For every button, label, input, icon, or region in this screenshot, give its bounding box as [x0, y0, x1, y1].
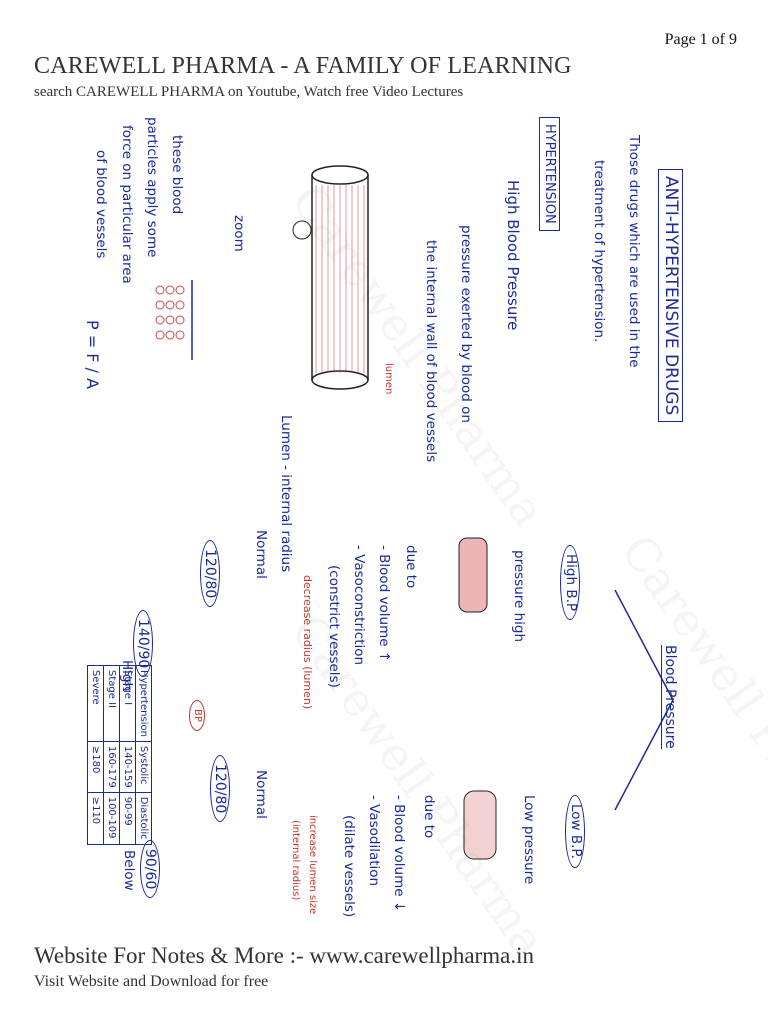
low-cause-3: (dilate vessels)	[341, 815, 357, 918]
pressure-high: pressure high	[511, 550, 527, 643]
low-note-2: (internal radius)	[290, 820, 301, 901]
low-cause-1: - Blood volume ↓	[391, 795, 407, 913]
bp-normal-high-side: 120/80	[200, 540, 220, 608]
table-cell: ≥110	[87, 792, 104, 845]
table-cell: 90-99	[119, 792, 136, 845]
pressure-definition-1: pressure exerted by blood on	[458, 225, 474, 423]
footer-website: Website For Notes & More :- www.carewell…	[34, 943, 534, 968]
low-bp-label: Low B.P.	[565, 795, 585, 868]
table-row: Stage I 140-159 90-99	[119, 665, 136, 845]
particles-line-3: force on particular area	[119, 125, 135, 284]
particles-drawing	[155, 280, 193, 360]
lumen-radius-label: Lumen - internal radius	[278, 415, 294, 573]
due-to-high: due to	[403, 545, 419, 589]
tree-branches	[614, 589, 674, 811]
high-note: decrease radius (lumen)	[301, 575, 314, 710]
low-pressure: Low pressure	[521, 795, 537, 885]
bp-stage-table: Hypertension Systolic Diastolic Stage I …	[87, 665, 152, 845]
particles-line-2: particles apply some	[144, 117, 160, 258]
table-header: Diastolic	[135, 792, 152, 845]
particles-line-4: of blood vessels	[93, 150, 109, 259]
bp-stage-table-wrap: Hypertension Systolic Diastolic Stage I …	[87, 665, 152, 845]
high-cause-2: - Vasoconstriction	[351, 545, 367, 666]
normal-label-low: Normal	[253, 770, 269, 819]
high-cause-1: - Blood volume ↑	[376, 545, 392, 663]
watermark: Carewell Pharma	[280, 605, 557, 967]
zoom-label: zoom	[231, 215, 247, 252]
low-note-1: increase lumen size	[307, 815, 318, 915]
due-to-low: due to	[421, 795, 437, 839]
dilated-vessel-drawing	[463, 790, 497, 860]
table-header: Hypertension	[135, 665, 152, 742]
table-cell: 140-159	[119, 741, 136, 793]
table-header: Systolic	[135, 741, 152, 793]
table-cell: Stage I	[119, 665, 136, 742]
page-number: Page 1 of 9	[664, 31, 737, 48]
intro-line-1: Those drugs which are used in the	[626, 135, 642, 368]
table-cell: ≥180	[87, 741, 104, 793]
intro-line-2: treatment of hypertension.	[591, 160, 607, 343]
high-cause-3: (constrict vessels)	[326, 565, 342, 688]
table-row: Stage II 160-179 100-109	[103, 665, 120, 845]
table-row: Severe ≥180 ≥110	[87, 665, 104, 845]
handwritten-notes: Carewell Pharma Carewell Pharma Carewell…	[55, 105, 768, 967]
table-cell: Severe	[87, 665, 104, 742]
below-label: Below	[121, 850, 137, 891]
constricted-vessel-drawing	[458, 537, 488, 613]
high-blood-pressure: High Blood Pressure	[504, 180, 522, 331]
table-cell: 100-109	[103, 792, 120, 845]
notes-heading: ANTI-HYPERTENSIVE DRUGS	[658, 169, 683, 423]
bp-tag: BP	[189, 700, 205, 731]
footer-visit: Visit Website and Download for free	[34, 973, 269, 990]
table-header-row: Hypertension Systolic Diastolic	[135, 665, 152, 845]
hypertension-label: HYPERTENSION	[539, 117, 560, 231]
bp-normal-low-side: 120/80	[210, 755, 230, 823]
low-cause-2: - Vasodilation	[366, 795, 382, 887]
page-subtitle: search CAREWELL PHARMA on Youtube, Watch…	[34, 84, 464, 100]
normal-label-high: Normal	[253, 530, 269, 579]
table-cell: 160-179	[103, 741, 120, 793]
pressure-definition-2: the internal wall of blood vessels	[423, 240, 439, 463]
bp-low: 90/60	[140, 840, 160, 899]
blood-vessel-drawing	[292, 165, 369, 390]
page-title: CAREWELL PHARMA - A FAMILY OF LEARNING	[34, 53, 572, 79]
particles-line-1: these blood	[169, 135, 185, 215]
pressure-formula: P = F / A	[83, 320, 102, 389]
table-cell: Stage II	[103, 665, 120, 742]
high-bp-circle: High B.P	[560, 545, 580, 621]
